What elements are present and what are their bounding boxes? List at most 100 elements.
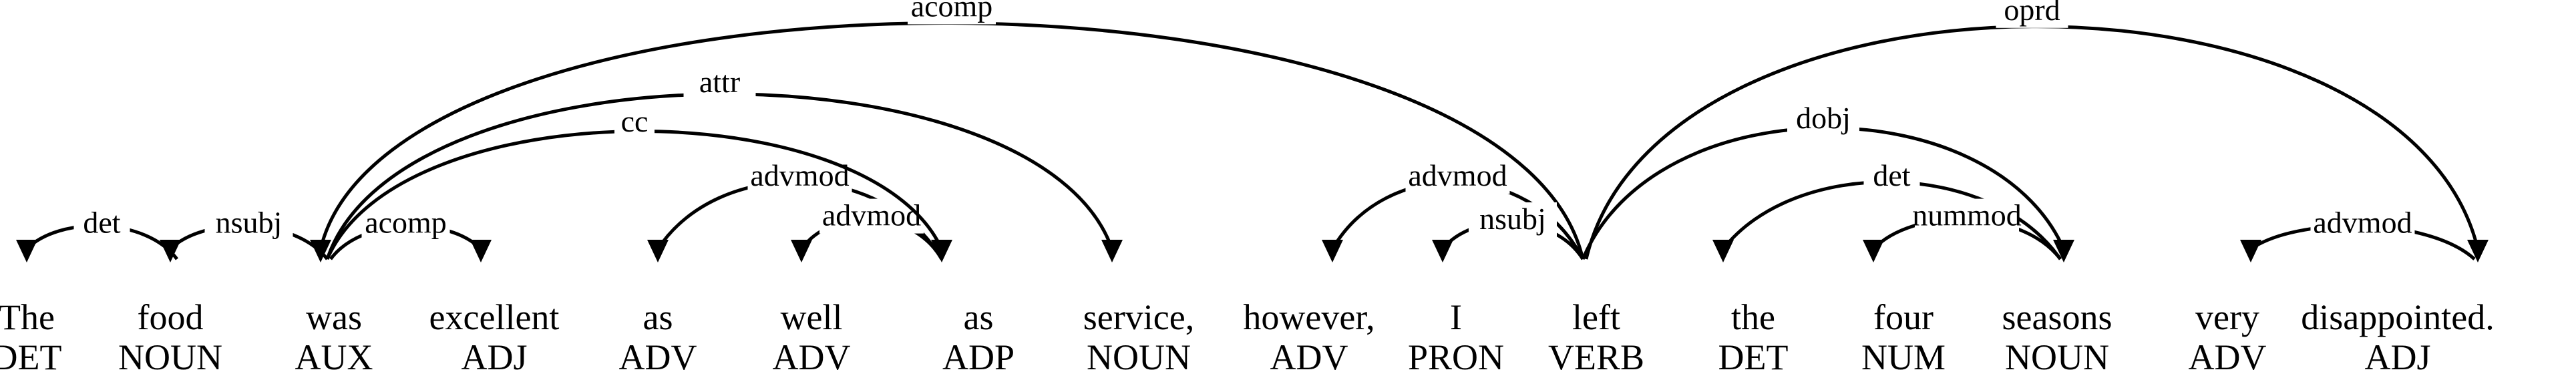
arc-label: acomp: [911, 0, 993, 23]
dependency-arc: dobj: [1581, 101, 2074, 262]
token-pos-tag: DET: [0, 337, 61, 377]
arc-label: det: [83, 205, 120, 239]
dependency-arc: cc: [325, 104, 952, 262]
token-word: I: [1450, 297, 1462, 337]
arc-label-background: [204, 206, 293, 241]
arc-curve: [319, 21, 1585, 260]
token-pos-tag: NOUN: [2005, 337, 2109, 377]
token-word: well: [781, 297, 843, 337]
arc-label: oprd: [2004, 0, 2060, 27]
arc-label-background: [683, 65, 756, 100]
token-pos-tag: ADP: [942, 337, 1015, 377]
token-pos-tag: NOUN: [118, 337, 222, 377]
arrowhead-icon: [310, 240, 331, 262]
dependency-arc: advmod: [2240, 205, 2476, 262]
token-word: service,: [1083, 297, 1194, 337]
dependency-arc: det: [1712, 158, 2062, 262]
arrowhead-icon: [1712, 240, 1734, 262]
token: however,ADV: [1243, 297, 1374, 377]
arrowhead-icon: [791, 240, 812, 262]
arrowhead-icon: [1863, 240, 1884, 262]
arc-label: advmod: [2313, 205, 2412, 239]
arc-label-background: [1787, 101, 1859, 136]
arc-label: cc: [621, 104, 649, 138]
token-pos-tag: ADJ: [2364, 337, 2430, 377]
token-word: left: [1572, 297, 1620, 337]
arrowhead-icon: [470, 240, 492, 262]
token: disappointed.ADJ: [2301, 297, 2494, 377]
dependency-arc: acomp: [329, 205, 492, 262]
tokens: TheDETfoodNOUNwasAUXexcellentADJasADVwel…: [0, 297, 2495, 377]
token-word: as: [643, 297, 673, 337]
token-pos-tag: AUX: [295, 337, 373, 377]
arrowhead-icon: [931, 240, 952, 262]
arc-label-background: [73, 206, 130, 241]
token-pos-tag: DET: [1718, 337, 1789, 377]
dependency-arc: advmod: [1322, 158, 1585, 262]
arrowhead-icon: [1322, 240, 1343, 262]
dependency-arcs: det nsubj acomp advmod advmod cc attr acomp advm…: [16, 0, 2489, 262]
dependency-arc: nsubj: [160, 205, 329, 262]
token-word: four: [1873, 297, 1934, 337]
arc-label-background: [614, 105, 655, 140]
arc-label: dobj: [1796, 101, 1851, 135]
arc-label-background: [1863, 159, 1920, 194]
arrowhead-icon: [16, 240, 37, 262]
token-word: seasons: [2002, 297, 2112, 337]
arrowhead-icon: [1432, 240, 1453, 262]
arc-label: nummod: [1912, 198, 2022, 232]
token-word: excellent: [429, 297, 560, 337]
arrowhead-icon: [160, 240, 181, 262]
token-word: was: [306, 297, 362, 337]
arc-label: nsubj: [1479, 202, 1546, 236]
arrowhead-icon: [647, 240, 669, 262]
arrowhead-icon: [2467, 240, 2489, 262]
token-pos-tag: ADJ: [461, 337, 527, 377]
token-pos-tag: ADV: [773, 337, 851, 377]
token-word: as: [964, 297, 994, 337]
arc-label: nsubj: [216, 205, 283, 239]
arc-label-background: [2310, 206, 2415, 241]
token-pos-tag: ADV: [619, 337, 697, 377]
token: service,NOUN: [1083, 297, 1194, 377]
token-pos-tag: ADV: [2189, 337, 2267, 377]
arc-label-background: [361, 206, 450, 241]
arrowhead-icon: [1101, 240, 1123, 262]
arc-label: acomp: [365, 205, 447, 239]
dependency-arc: oprd: [1584, 0, 2489, 262]
token-word: the: [1731, 297, 1775, 337]
token-word: The: [0, 297, 55, 337]
arc-label: attr: [699, 65, 740, 99]
dependency-arc: det: [16, 205, 179, 262]
arc-label-background: [1469, 202, 1557, 237]
token-word: very: [2195, 297, 2259, 337]
token-word: however,: [1243, 297, 1374, 337]
token-word: food: [138, 297, 204, 337]
arrowhead-icon: [2240, 240, 2261, 262]
token-pos-tag: NOUN: [1087, 337, 1191, 377]
dependency-arc: advmod: [791, 198, 944, 262]
token-pos-tag: NUM: [1861, 337, 1946, 377]
dependency-arc: acomp: [310, 0, 1585, 262]
token-pos-tag: VERB: [1548, 337, 1644, 377]
arc-label-background: [1996, 0, 2068, 28]
token-word: disappointed.: [2301, 297, 2494, 337]
dependency-arc: attr: [325, 65, 1123, 262]
arc-label: advmod: [1408, 158, 1507, 192]
arc-label-background: [908, 0, 996, 25]
arc-label-background: [1405, 159, 1510, 194]
arc-label: det: [1873, 158, 1910, 192]
arc-label-background: [1915, 198, 2019, 234]
